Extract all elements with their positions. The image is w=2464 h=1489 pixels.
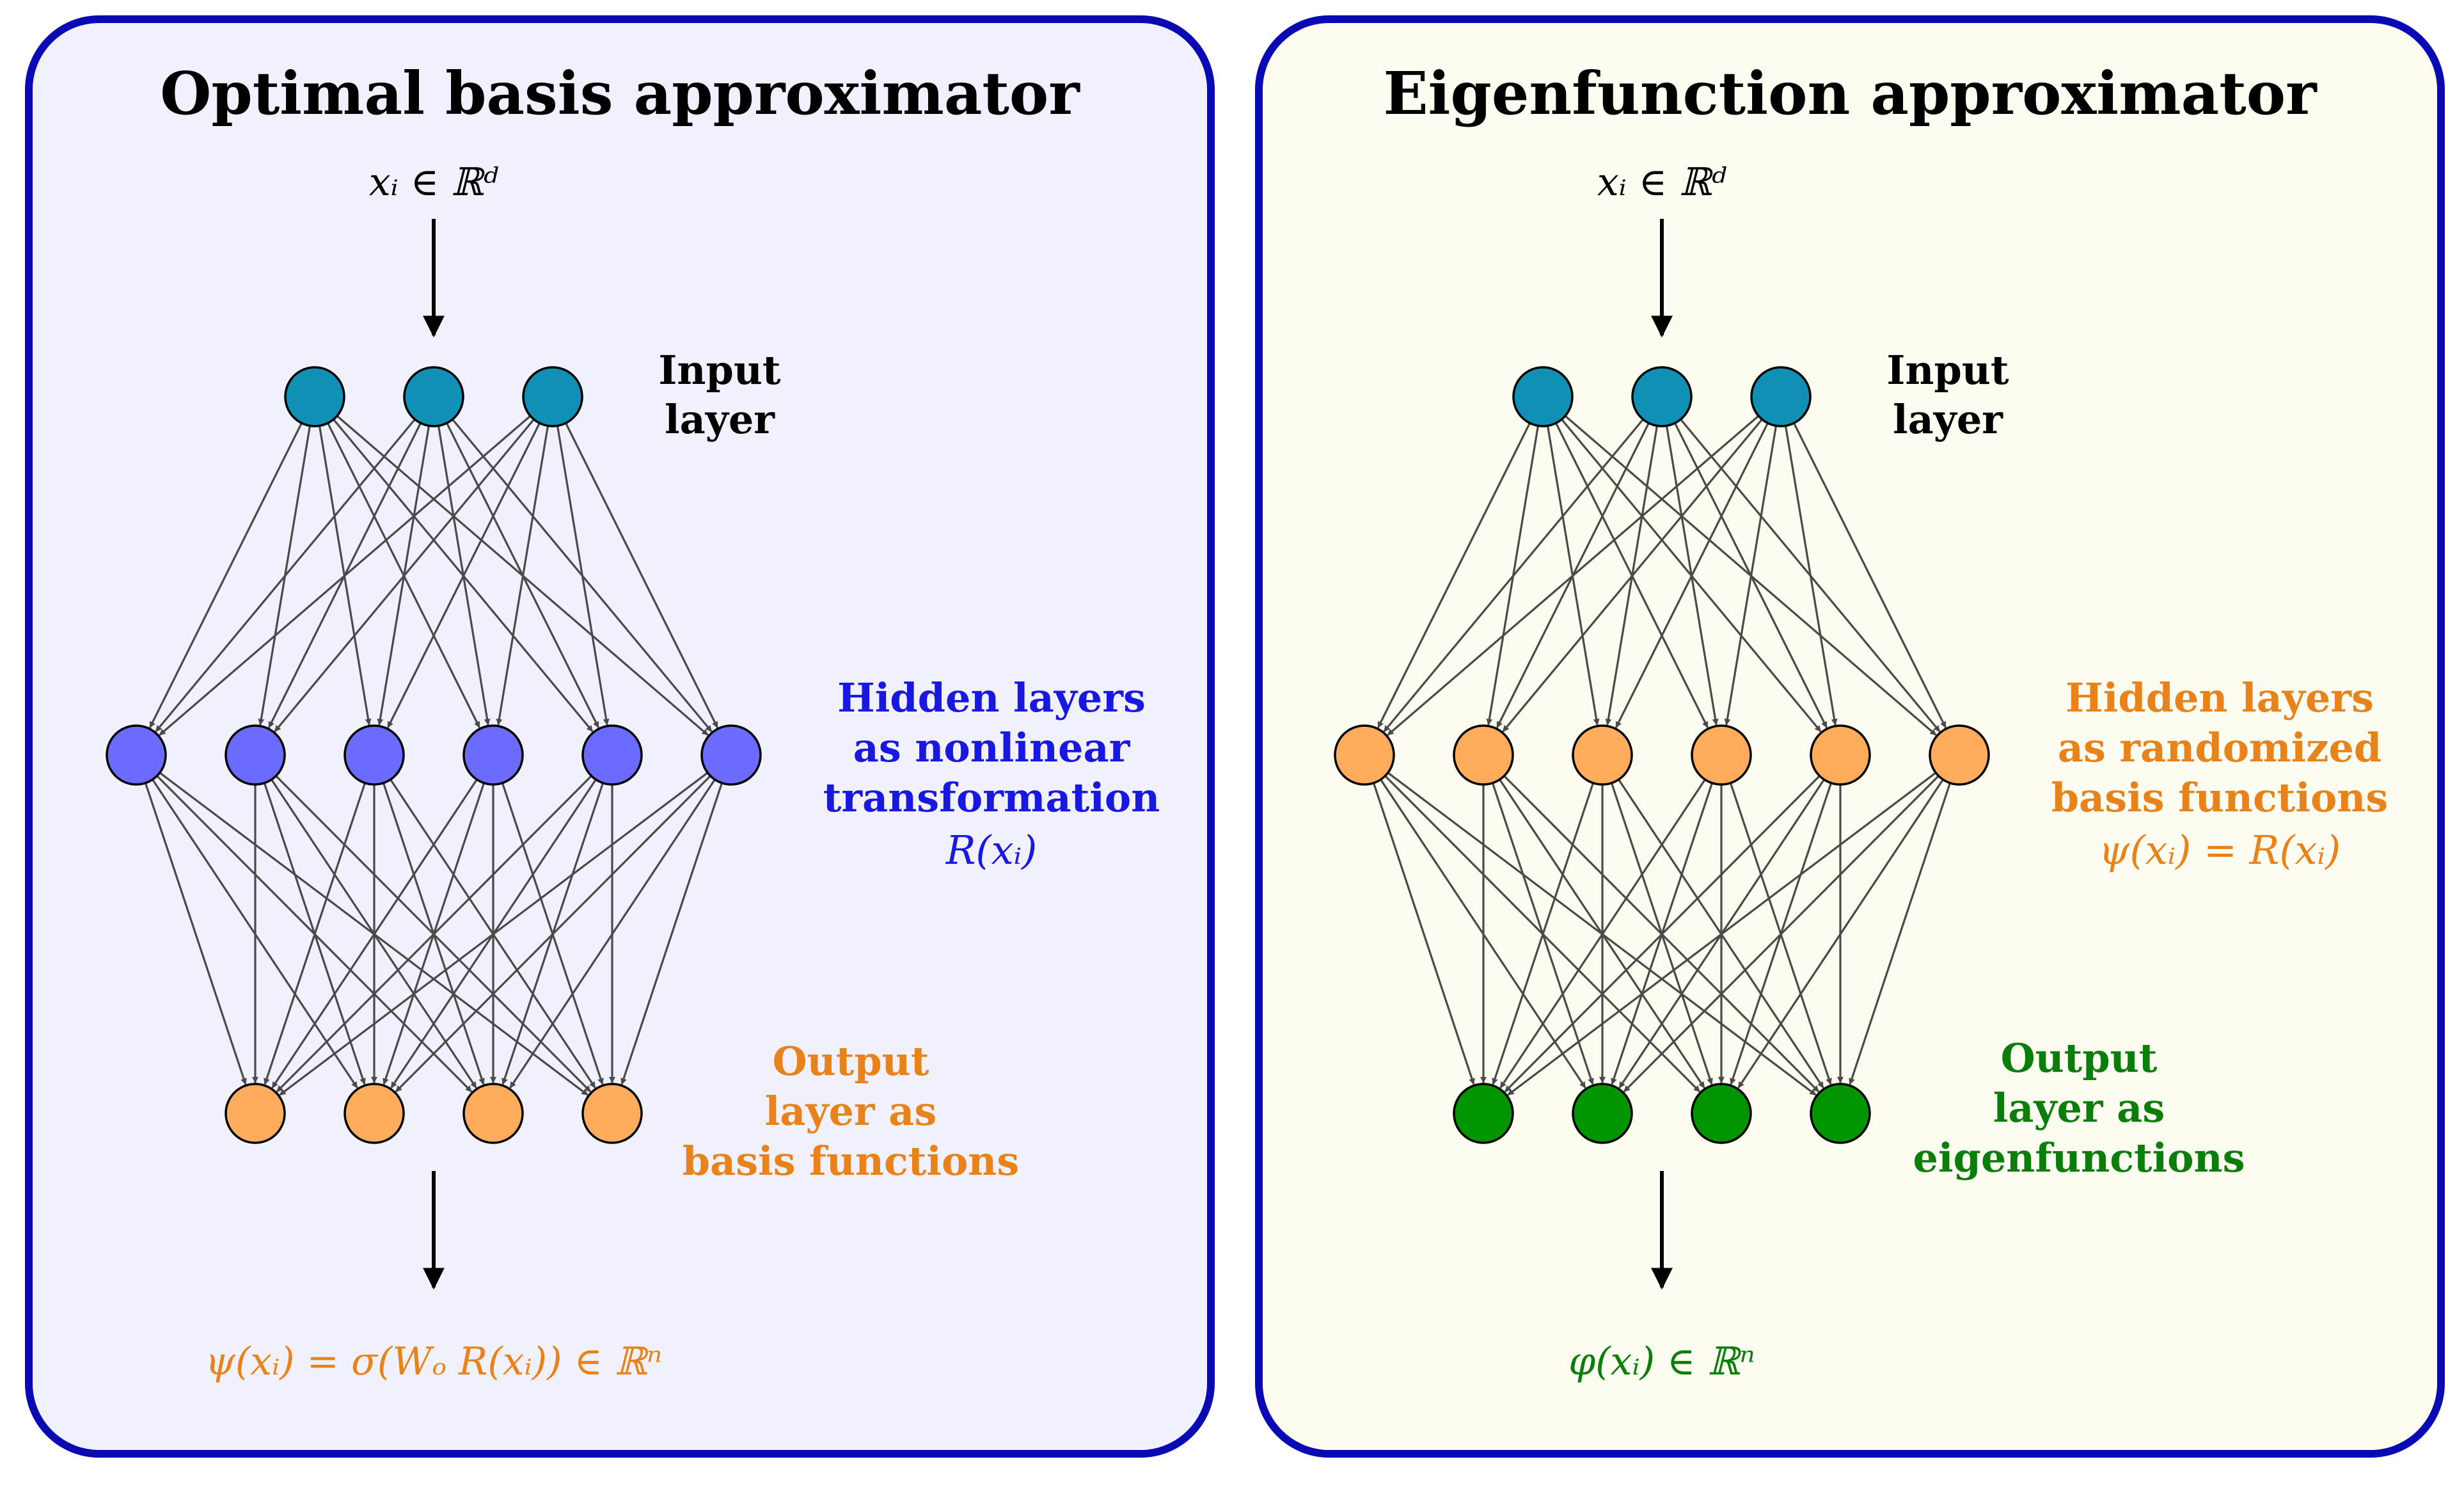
right-hidden-node	[1572, 724, 1633, 786]
right-input-label-line: layer	[1893, 396, 2003, 443]
right-output-label-line: layer as	[1993, 1085, 2165, 1131]
left-hidden-label-line: as nonlinear	[853, 724, 1131, 771]
right-output-node	[1453, 1083, 1514, 1144]
right-output-math: φ(xᵢ) ∈ ℝⁿ	[1568, 1339, 1755, 1384]
right-input-math: xᵢ ∈ ℝᵈ	[1597, 160, 1726, 205]
right-hidden-label: Hidden layers as randomized basis functi…	[2051, 674, 2389, 821]
left-edge-input-hidden	[148, 422, 303, 728]
left-edge-input-hidden	[155, 418, 416, 733]
panel-right-title: Eigenfunction approximator	[1383, 59, 2318, 128]
left-edge-hidden-output	[620, 783, 723, 1085]
left-edge-input-hidden	[556, 426, 610, 726]
panel-left-title: Optimal basis approximator	[160, 59, 1080, 128]
left-edges	[144, 415, 723, 1096]
left-input-label-line: layer	[665, 396, 775, 443]
right-edges	[1372, 415, 1952, 1096]
right-hidden-math: ψ(xᵢ) = R(xᵢ)	[2099, 827, 2341, 873]
right-hidden-node	[1810, 724, 1871, 786]
left-edge-hidden-output	[264, 783, 367, 1085]
left-hidden-label-line: Hidden layers	[837, 674, 1146, 721]
left-edge-hidden-output	[276, 775, 592, 1093]
right-edge-input-hidden	[1615, 422, 1769, 728]
left-hidden-node	[106, 724, 167, 786]
left-output-label-line: basis functions	[683, 1138, 1020, 1184]
right-edge-hidden-output	[1507, 772, 1937, 1096]
right-edge-input-hidden	[1383, 418, 1644, 733]
left-edge-hidden-output	[509, 779, 716, 1088]
left-edge-input-hidden	[159, 415, 532, 736]
left-nodes	[106, 366, 762, 1144]
right-hidden-node	[1691, 724, 1752, 786]
left-edge-hidden-output	[144, 783, 247, 1085]
right-hidden-node	[1453, 724, 1514, 786]
right-edge-hidden-output	[1849, 783, 1952, 1085]
left-input-node	[284, 366, 345, 427]
left-output-node	[581, 1083, 643, 1144]
right-hidden-node	[1929, 724, 1990, 786]
left-hidden-node	[344, 724, 405, 786]
left-hidden-node	[462, 724, 524, 786]
right-input-label-line: Input	[1886, 347, 2009, 394]
left-edge-input-hidden	[496, 426, 549, 726]
right-input-label: Input layer	[1886, 347, 2009, 443]
left-hidden-node	[225, 724, 286, 786]
right-output-label-line: eigenfunctions	[1913, 1135, 2245, 1181]
left-hidden-label: Hidden layers as nonlinear transformatio…	[823, 674, 1160, 821]
left-input-node	[403, 366, 464, 427]
left-output-math: ψ(xᵢ) = σ(Wₒ R(xᵢ)) ∈ ℝⁿ	[205, 1339, 662, 1384]
right-output-label-line: Output	[2001, 1035, 2158, 1081]
left-output-label-line: Output	[773, 1038, 929, 1085]
left-input-label: Input layer	[658, 347, 781, 443]
left-hidden-label-line: transformation	[823, 774, 1160, 821]
left-edge-hidden-output	[395, 775, 711, 1093]
right-edge-input-hidden	[1387, 415, 1760, 736]
right-output-node	[1691, 1083, 1752, 1144]
left-output-node	[462, 1083, 524, 1144]
right-edge-hidden-output	[1504, 775, 1820, 1093]
left-input-math: xᵢ ∈ ℝᵈ	[369, 160, 498, 205]
right-input-node	[1750, 366, 1812, 427]
right-edge-input-hidden	[1793, 422, 1947, 728]
right-edge-hidden-output	[1737, 779, 1944, 1088]
panel-right: Eigenfunction approximator xᵢ ∈ ℝᵈ Input…	[1255, 15, 2445, 1458]
right-edge-hidden-output	[1623, 775, 1939, 1093]
left-output-label-line: layer as	[765, 1088, 937, 1135]
right-edge-input-hidden	[1377, 422, 1531, 728]
left-input-node	[522, 366, 583, 427]
right-edge-input-hidden	[1724, 426, 1778, 726]
right-input-node	[1631, 366, 1693, 427]
right-output-label: Output layer as eigenfunctions	[1913, 1035, 2245, 1181]
left-edge-hidden-output	[271, 779, 478, 1088]
left-hidden-node	[700, 724, 762, 786]
left-edge-input-hidden	[565, 422, 719, 728]
right-edge-input-hidden	[1502, 418, 1763, 733]
right-hidden-label-line: as randomized	[2058, 724, 2381, 771]
right-edge-hidden-output	[1372, 783, 1475, 1085]
right-input-node	[1512, 366, 1574, 427]
right-hidden-label-line: basis functions	[2051, 774, 2389, 821]
right-edge-hidden-output	[1499, 779, 1706, 1088]
left-edge-input-hidden	[386, 422, 541, 728]
right-edge-input-hidden	[1784, 426, 1838, 726]
right-nodes	[1334, 366, 1990, 1144]
right-output-node	[1572, 1083, 1633, 1144]
left-output-node	[225, 1083, 286, 1144]
left-hidden-node	[581, 724, 643, 786]
left-edge-input-hidden	[274, 418, 535, 733]
left-output-node	[344, 1083, 405, 1144]
right-hidden-label-line: Hidden layers	[2065, 674, 2374, 721]
left-input-label-line: Input	[658, 347, 781, 394]
right-output-node	[1810, 1083, 1871, 1144]
left-output-label: Output layer as basis functions	[683, 1038, 1020, 1184]
right-edge-hidden-output	[1492, 783, 1595, 1085]
left-edge-hidden-output	[279, 772, 709, 1096]
left-hidden-math: R(xᵢ)	[945, 827, 1038, 873]
panel-left: Optimal basis approximator xᵢ ∈ ℝᵈ Input…	[25, 15, 1215, 1458]
right-hidden-node	[1334, 724, 1395, 786]
